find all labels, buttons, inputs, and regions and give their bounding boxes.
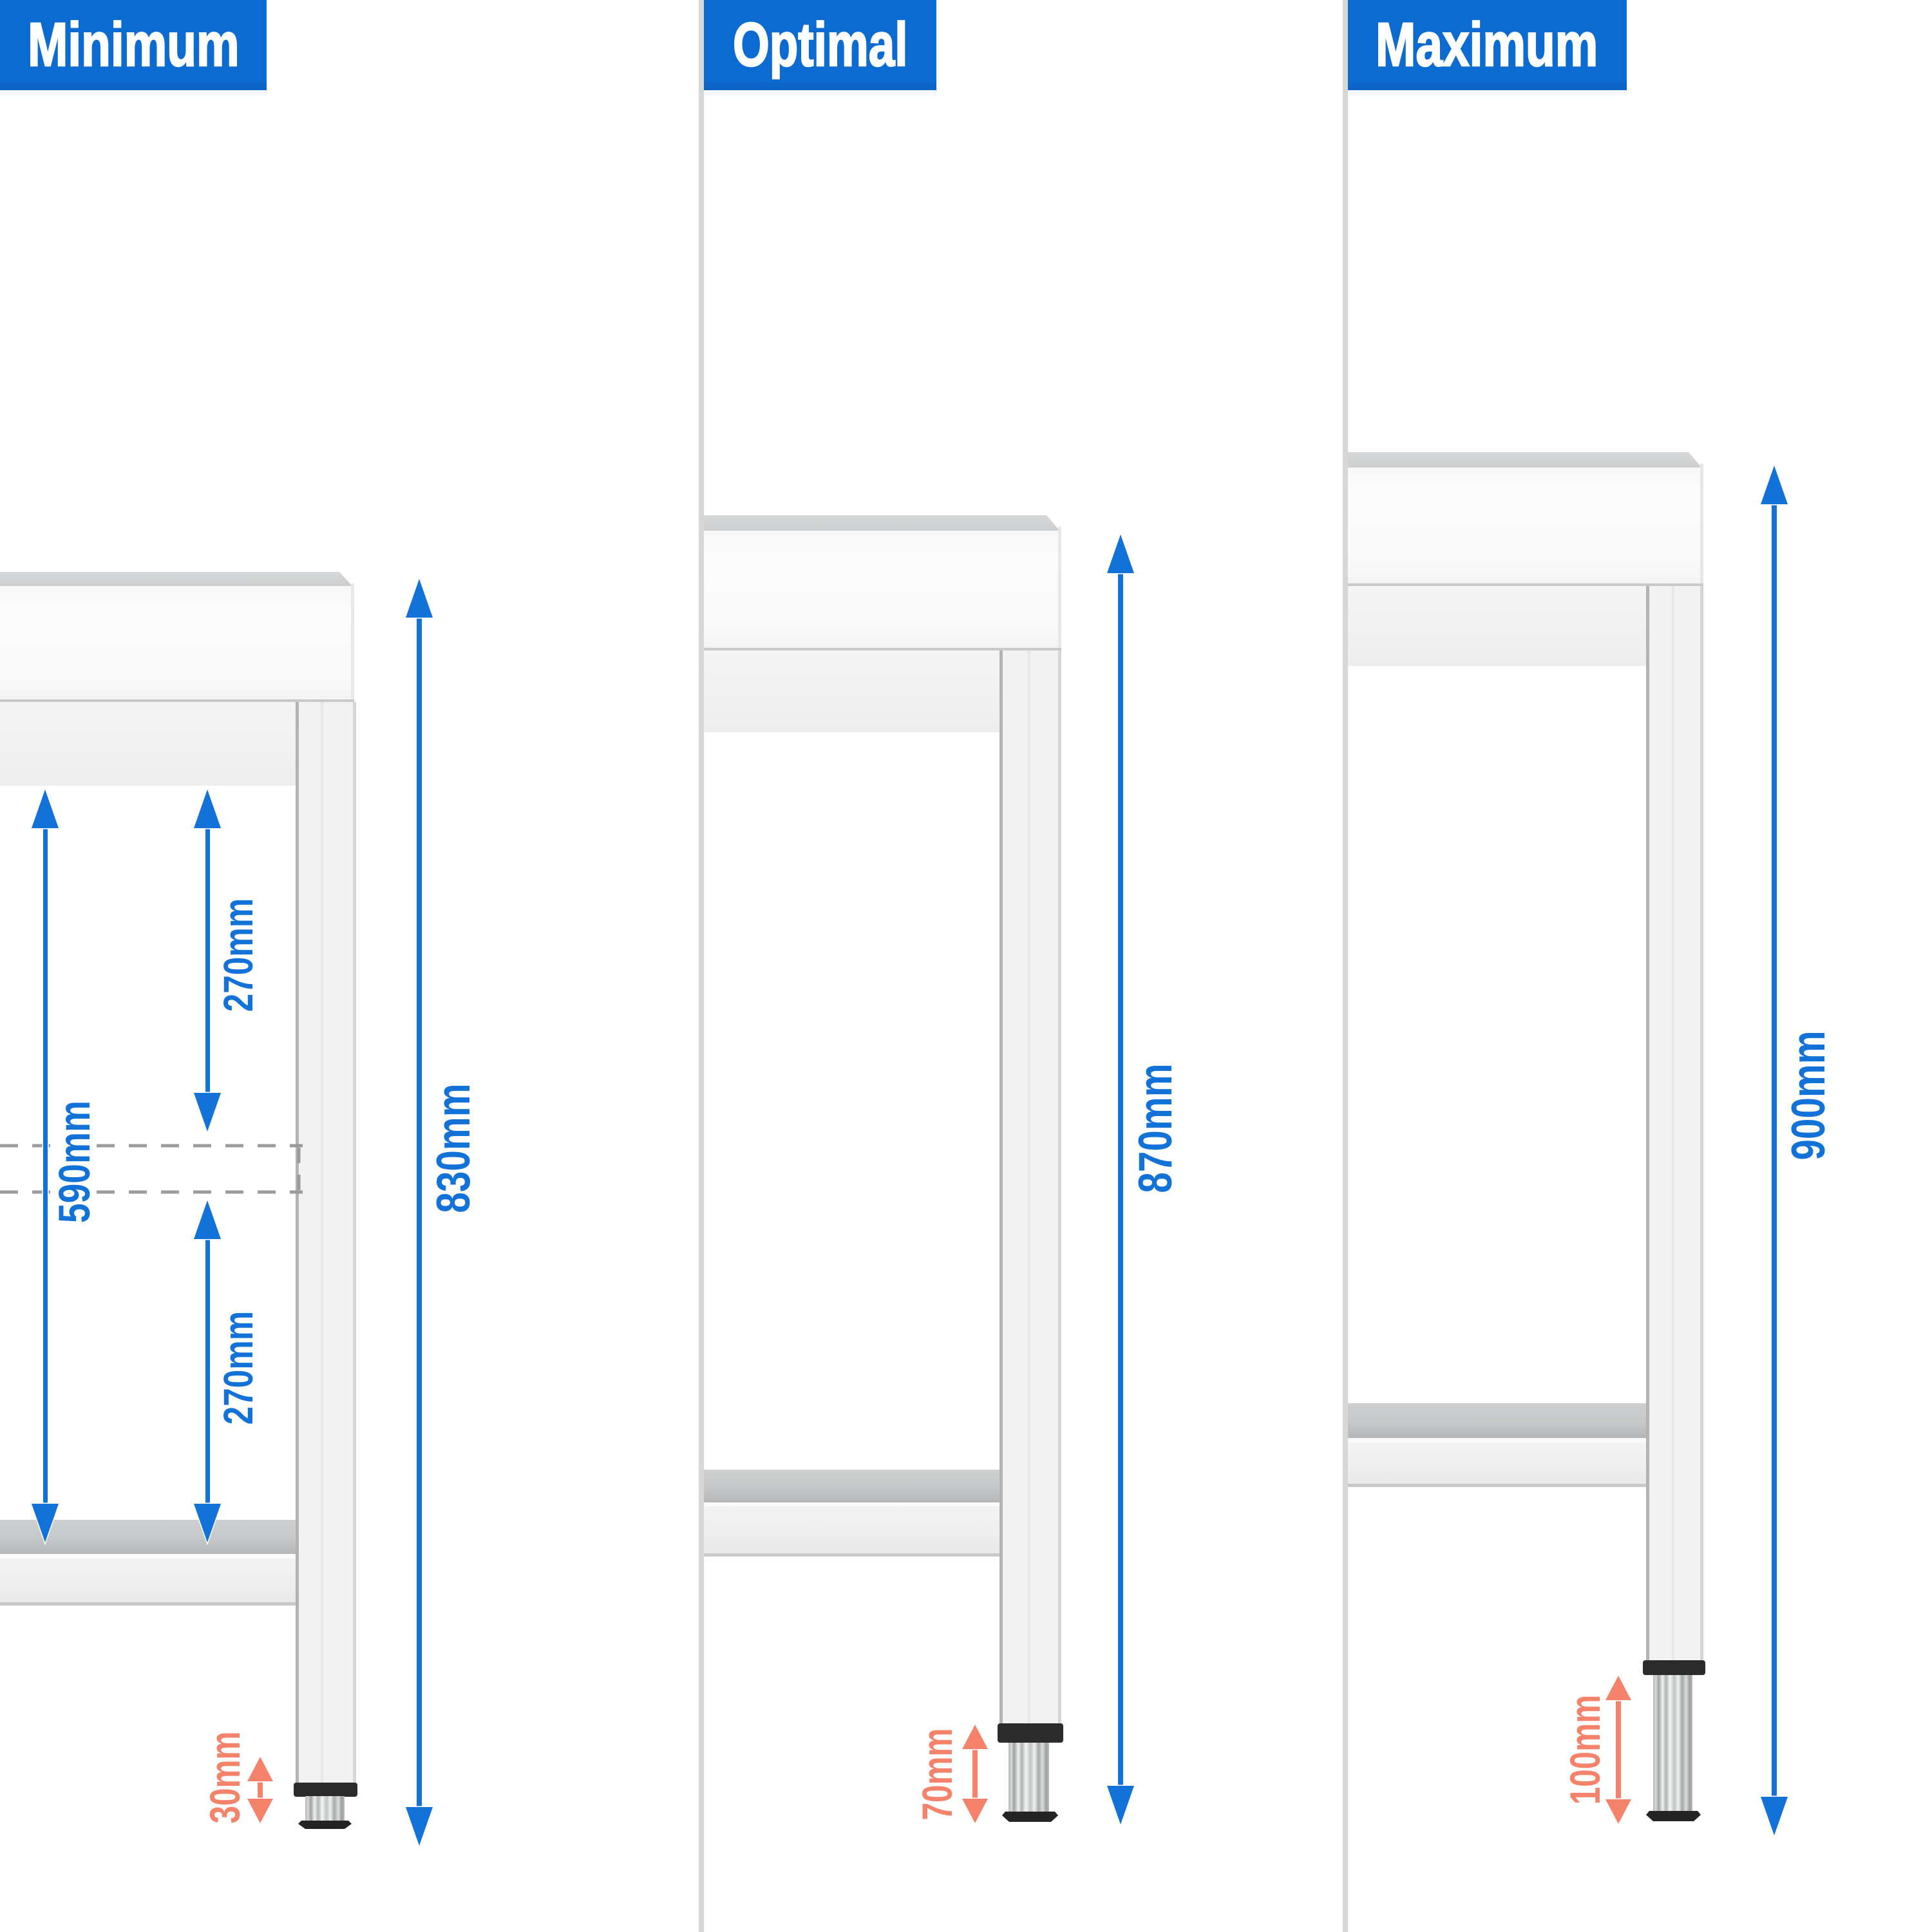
svg-text:590mm: 590mm [50,1101,99,1223]
svg-text:900mm: 900mm [1783,1030,1835,1160]
svg-text:270mm: 270mm [216,898,262,1012]
svg-text:70mm: 70mm [914,1728,961,1820]
svg-text:Minimum: Minimum [28,10,240,79]
svg-text:270mm: 270mm [216,1311,262,1425]
svg-text:Optimal: Optimal [733,10,908,79]
svg-text:30mm: 30mm [202,1731,249,1823]
svg-text:Maximum: Maximum [1376,10,1598,79]
svg-text:870mm: 870mm [1130,1063,1182,1193]
svg-text:100mm: 100mm [1562,1695,1609,1805]
svg-text:830mm: 830mm [428,1083,480,1213]
